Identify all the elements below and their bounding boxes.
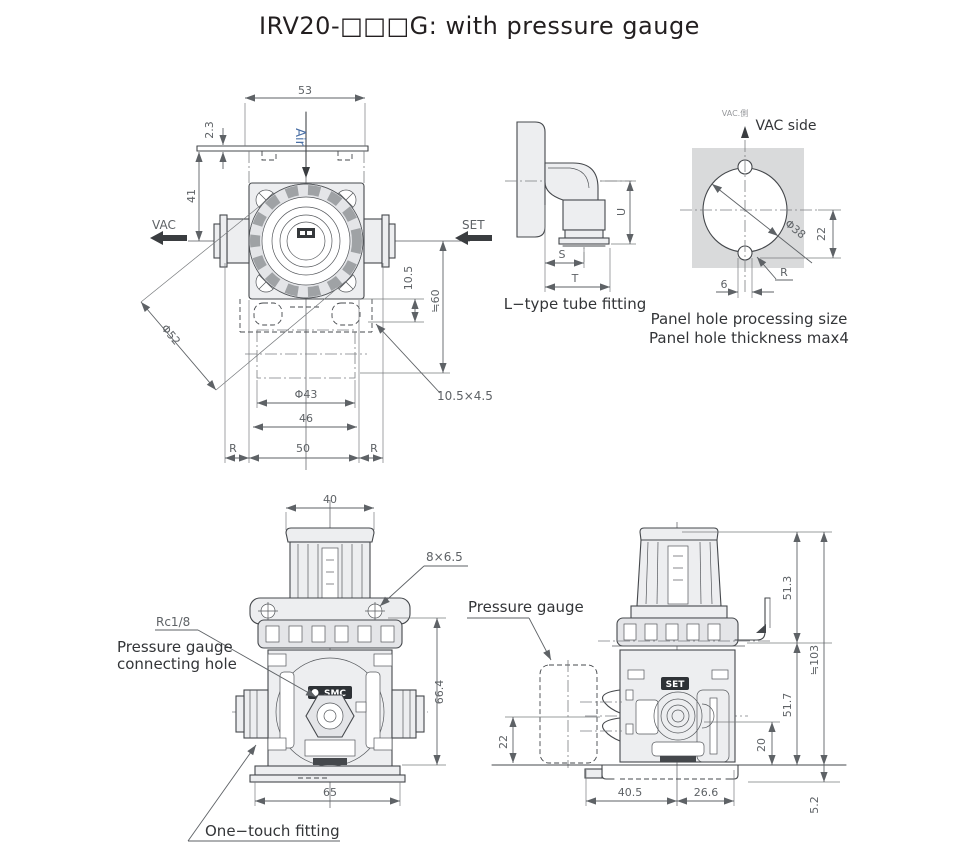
panel-caption-1: Panel hole processing size — [651, 310, 848, 328]
dim-panel-22: 22 — [815, 227, 828, 241]
front-right-fitting — [391, 689, 425, 739]
set-flow-arrow — [455, 231, 492, 245]
l-fitting-view: U S T L−type tube fitting — [504, 121, 647, 313]
dim-s: S — [559, 248, 566, 261]
dim-slot: 10.5×4.5 — [437, 389, 493, 403]
air-flow-arrow — [302, 167, 310, 178]
vac-side-arrow — [741, 126, 749, 138]
dim-d52: Φ52 — [158, 322, 183, 348]
dim-panel-r: R — [780, 266, 788, 279]
set-label: SET — [462, 218, 485, 232]
dim-51-7: 51.7 — [781, 693, 794, 718]
set-port — [363, 214, 396, 268]
dim-d43: Φ43 — [295, 388, 318, 401]
dim-6: 6 — [721, 278, 728, 291]
label-gauge-hole-1: Pressure gauge — [117, 638, 233, 656]
air-label: Air — [292, 128, 307, 147]
dim-41: 41 — [185, 189, 198, 203]
dim-10-5: 10.5 — [402, 266, 415, 291]
dim-26-6: 26.6 — [694, 786, 719, 799]
dim-103: ≒103 — [808, 645, 821, 675]
dim-5-2: 5.2 — [808, 796, 821, 814]
side-knob — [630, 527, 728, 619]
dim-50: 50 — [296, 442, 310, 455]
vac-flow-arrow — [150, 231, 187, 245]
dim-t: T — [571, 272, 579, 285]
dim-r-left: R — [229, 442, 237, 455]
panel-hole-view: VAC.側 VAC side Φ38 22 6 R Panel hole pro… — [649, 108, 849, 347]
dim-40: 40 — [323, 493, 337, 506]
set-badge-plate — [661, 677, 689, 690]
dim-40-5: 40.5 — [618, 786, 643, 799]
top-view: 53 2.3 41 Air VAC SET Φ52 10.5 — [140, 84, 493, 470]
front-view: SMC — [117, 493, 468, 842]
mount-bracket — [598, 597, 772, 647]
dim-r-right: R — [370, 442, 378, 455]
label-pressure-gauge: Pressure gauge — [468, 598, 584, 616]
logo-plate — [297, 228, 315, 238]
label-gauge-hole-2: connecting hole — [117, 655, 237, 673]
dim-20: 20 — [755, 738, 768, 752]
vac-side-jp-label: VAC.側 — [722, 108, 748, 118]
dim-65: 65 — [323, 786, 337, 799]
pressure-gauge-outline — [539, 660, 598, 768]
l-fitting-caption: L−type tube fitting — [504, 295, 647, 313]
side-view: SET Pressure gauge — [467, 522, 847, 814]
dim-46: 46 — [299, 412, 313, 425]
dim-side-22: 22 — [497, 735, 510, 749]
front-left-fitting — [235, 689, 269, 739]
vac-label: VAC — [152, 218, 176, 232]
set-badge: SET — [666, 680, 686, 690]
dim-60: ≒60 — [429, 289, 442, 312]
dim-2-3: 2.3 — [203, 121, 216, 139]
vac-side-label: VAC side — [756, 118, 817, 134]
dim-51-3: 51.3 — [781, 576, 794, 601]
smc-logo-text: SMC — [324, 689, 346, 699]
gauge-hex-plug — [305, 694, 355, 738]
panel-caption-2: Panel hole thickness max4 — [649, 329, 849, 347]
dim-u: U — [615, 208, 628, 216]
dim-8x65: 8×6.5 — [426, 550, 463, 564]
label-one-touch: One−touch fitting — [205, 822, 340, 840]
vac-port — [213, 214, 250, 268]
label-rc18: Rc1/8 — [156, 615, 190, 629]
dim-53: 53 — [298, 84, 312, 97]
page-title: IRV20-□□□G: with pressure gauge — [259, 12, 700, 40]
dim-66-4: 66.4 — [433, 680, 446, 705]
